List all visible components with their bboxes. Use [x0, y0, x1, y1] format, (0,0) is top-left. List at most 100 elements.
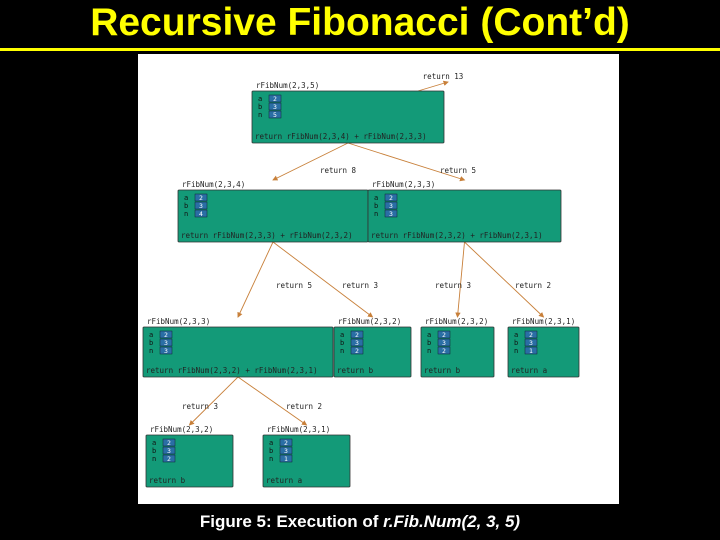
- frame-return-statement: return rFibNum(2,3,2) + rFibNum(2,3,1): [371, 231, 543, 240]
- variable-name: n: [427, 347, 431, 355]
- variable-name: b: [152, 447, 156, 455]
- variable-name: n: [340, 347, 344, 355]
- frame-return-statement: return b: [149, 476, 186, 485]
- variable-cell: [162, 454, 176, 463]
- activation-frame: [142, 326, 334, 378]
- slide-title: Recursive Fibonacci (Cont’d): [90, 1, 630, 44]
- frame-return-statement: return b: [424, 366, 461, 375]
- variable-cell: [268, 110, 282, 119]
- variable-name: b: [184, 202, 188, 210]
- call-arrow: [272, 142, 349, 181]
- variable-value: 3: [273, 103, 277, 111]
- activation-frame: [251, 90, 445, 144]
- variable-value: 2: [199, 194, 203, 202]
- variable-cell: [194, 193, 208, 202]
- return-value-label: return 13: [423, 72, 464, 81]
- variable-value: 5: [273, 111, 277, 119]
- variable-value: 2: [167, 455, 171, 463]
- variable-name: b: [258, 103, 262, 111]
- call-arrow: [237, 241, 274, 318]
- variable-name: a: [427, 331, 431, 339]
- variable-value: 3: [389, 202, 393, 210]
- variable-value: 3: [442, 339, 446, 347]
- variable-cell: [279, 446, 293, 455]
- variable-value: 3: [199, 202, 203, 210]
- frame-return-statement: return rFibNum(2,3,2) + rFibNum(2,3,1): [146, 366, 318, 375]
- variable-name: n: [269, 455, 273, 463]
- variable-name: b: [374, 202, 378, 210]
- return-value-label: return 2: [515, 281, 551, 290]
- variable-cell: [437, 330, 451, 339]
- variable-name: a: [340, 331, 344, 339]
- figure-caption: Figure 5: Execution of r.Fib.Num(2, 3, 5…: [0, 512, 720, 532]
- variable-cell: [384, 209, 398, 218]
- variable-value: 1: [284, 455, 288, 463]
- variable-cell: [268, 94, 282, 103]
- variable-value: 3: [167, 447, 171, 455]
- variable-name: n: [149, 347, 153, 355]
- activation-frame: [367, 189, 562, 243]
- frame-return-statement: return b: [337, 366, 374, 375]
- caption-prefix: Figure 5: Execution of: [199, 512, 384, 531]
- variable-cell: [279, 454, 293, 463]
- variable-cell: [437, 346, 451, 355]
- frame-return-statement: return rFibNum(2,3,3) + rFibNum(2,3,2): [181, 231, 353, 240]
- variable-cell: [524, 346, 538, 355]
- frame-return-statement: return rFibNum(2,3,4) + rFibNum(2,3,3): [255, 132, 427, 141]
- variable-name: b: [514, 339, 518, 347]
- return-value-label: return 5: [440, 166, 476, 175]
- variable-value: 2: [167, 439, 171, 447]
- return-value-label: return 5: [276, 281, 312, 290]
- return-value-label: return 8: [320, 166, 357, 175]
- variable-value: 2: [442, 331, 446, 339]
- recursion-tree-figure: return 13 return 8 return 5 return 5 return …: [138, 54, 619, 504]
- variable-value: 2: [355, 347, 359, 355]
- variable-value: 3: [389, 210, 393, 218]
- variable-name: b: [427, 339, 431, 347]
- variable-cell: [437, 338, 451, 347]
- return-arrow: [417, 80, 449, 92]
- return-value-label: return 2: [286, 402, 322, 411]
- recursion-tree-diagram: return 13 return 8 return 5 return 5 return …: [142, 72, 580, 488]
- frame-return-statement: return a: [266, 476, 302, 485]
- variable-value: 2: [529, 331, 533, 339]
- variable-value: 2: [164, 331, 168, 339]
- variable-name: n: [514, 347, 518, 355]
- variable-value: 3: [529, 339, 533, 347]
- variable-name: b: [340, 339, 344, 347]
- variable-name: n: [152, 455, 156, 463]
- variable-value: 3: [164, 347, 168, 355]
- variable-name: a: [152, 439, 156, 447]
- variable-cell: [350, 338, 364, 347]
- variable-cell: [162, 438, 176, 447]
- variable-value: 2: [284, 439, 288, 447]
- call-arrow: [464, 241, 545, 318]
- variable-name: a: [269, 439, 273, 447]
- variable-cell: [194, 209, 208, 218]
- variable-name: a: [184, 194, 188, 202]
- variable-cell: [159, 346, 173, 355]
- frame-call-label: rFibNum(2,3,5): [256, 81, 319, 90]
- call-arrow: [272, 241, 374, 318]
- call-arrow: [188, 376, 239, 426]
- call-arrow: [347, 142, 466, 182]
- variable-name: n: [184, 210, 188, 218]
- call-arrow: [237, 376, 308, 426]
- variable-cell: [524, 330, 538, 339]
- variable-name: b: [149, 339, 153, 347]
- variable-cell: [159, 330, 173, 339]
- variable-name: a: [258, 95, 262, 103]
- variable-value: 2: [355, 331, 359, 339]
- frame-call-label: rFibNum(2,3,2): [338, 317, 401, 326]
- variable-name: a: [514, 331, 518, 339]
- frame-call-label: rFibNum(2,3,4): [182, 180, 245, 189]
- variable-name: b: [269, 447, 273, 455]
- call-arrow: [455, 241, 465, 318]
- title-divider: [0, 48, 720, 51]
- variable-value: 3: [164, 339, 168, 347]
- variable-cell: [268, 102, 282, 111]
- frame-return-statement: return a: [511, 366, 547, 375]
- variable-cell: [384, 201, 398, 210]
- variable-cell: [384, 193, 398, 202]
- variable-value: 2: [273, 95, 277, 103]
